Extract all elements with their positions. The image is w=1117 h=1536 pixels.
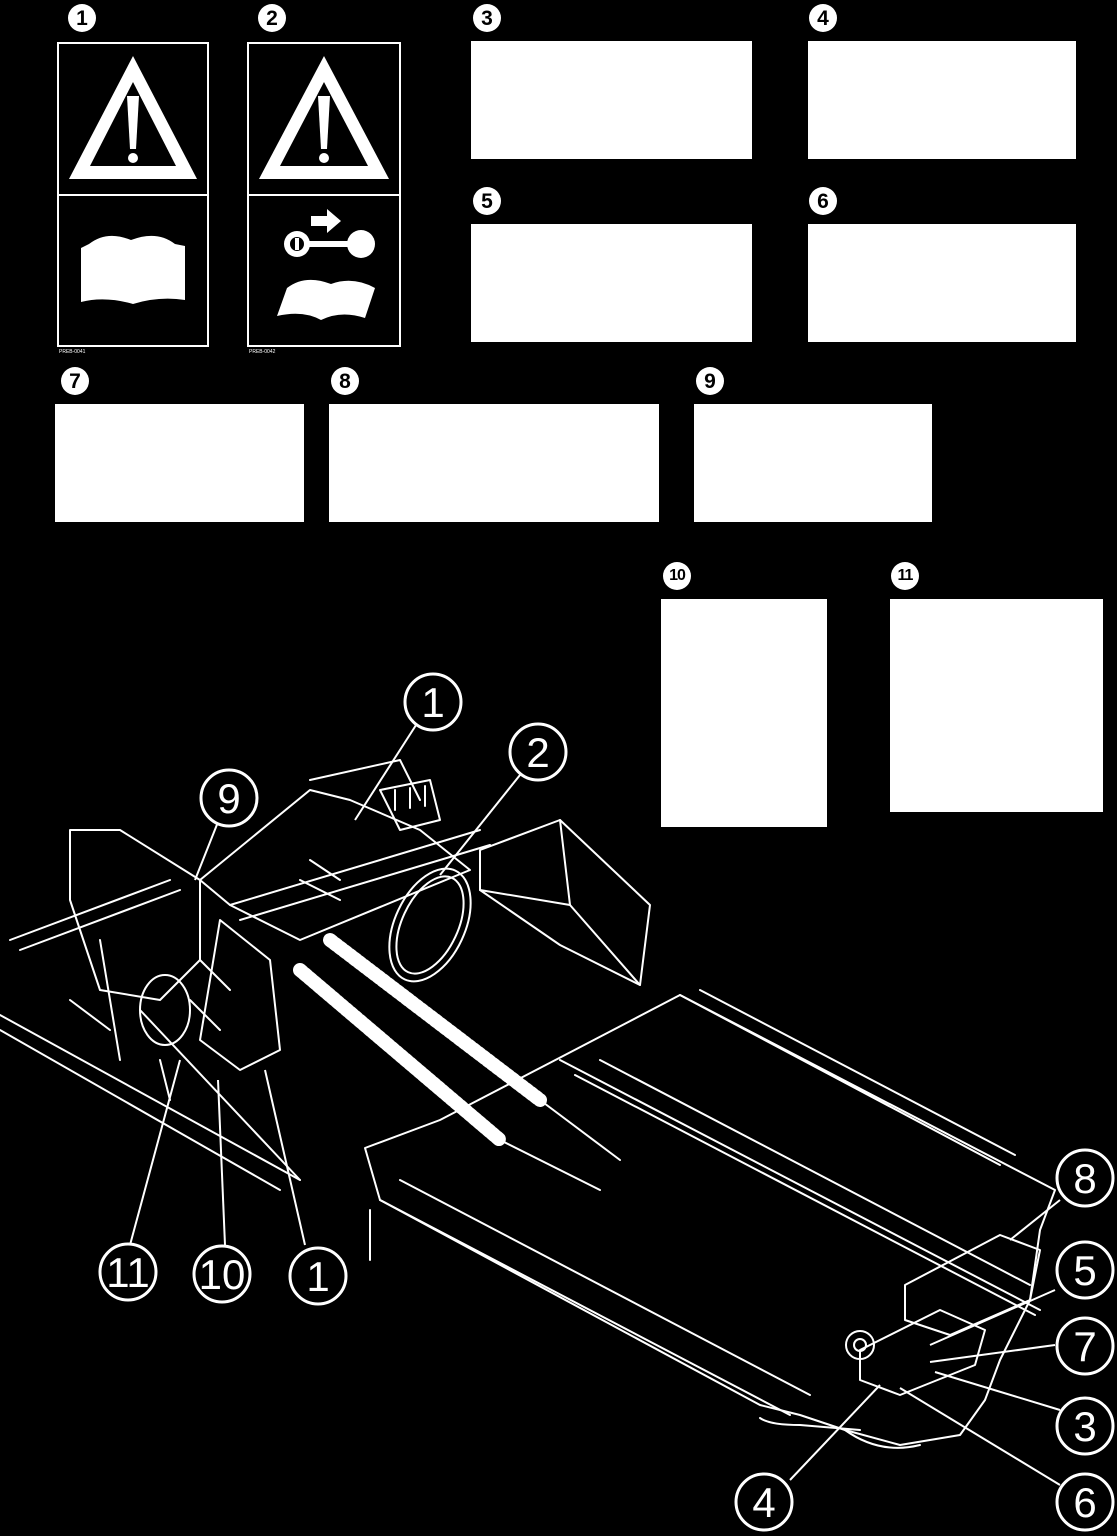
warning-triangle-icon bbox=[69, 56, 197, 179]
callout-7: 7 bbox=[1055, 1316, 1115, 1376]
warning-triangle-icon bbox=[259, 56, 389, 179]
decal-3-panel bbox=[471, 41, 752, 159]
callout-8: 8 bbox=[1055, 1148, 1115, 1208]
svg-text:10: 10 bbox=[199, 1251, 246, 1298]
decal-1-warning-sign: PREB-0041 bbox=[57, 42, 209, 355]
svg-text:8: 8 bbox=[1073, 1155, 1096, 1202]
svg-text:7: 7 bbox=[1073, 1323, 1096, 1370]
decal-1-divider bbox=[59, 194, 207, 196]
decal-number-9: 9 bbox=[696, 367, 724, 395]
decal-9-panel bbox=[694, 404, 932, 522]
svg-text:4: 4 bbox=[752, 1479, 775, 1526]
remove-key-and-manual-icon bbox=[277, 209, 375, 320]
callout-1-top: 1 bbox=[403, 672, 463, 732]
callout-5: 5 bbox=[1055, 1240, 1115, 1300]
svg-text:6: 6 bbox=[1073, 1479, 1096, 1526]
decal-6-panel bbox=[808, 224, 1076, 342]
decal-4-panel bbox=[808, 41, 1076, 159]
decal-10-panel bbox=[661, 599, 827, 827]
decal-number-7: 7 bbox=[61, 367, 89, 395]
decal-number-6: 6 bbox=[809, 187, 837, 215]
svg-text:5: 5 bbox=[1073, 1247, 1096, 1294]
svg-text:1: 1 bbox=[421, 679, 444, 726]
shield-box bbox=[479, 819, 651, 986]
manual-book-icon bbox=[81, 235, 185, 304]
callout-4: 4 bbox=[734, 1472, 794, 1532]
spring-1 bbox=[293, 963, 507, 1147]
decal-number-2: 2 bbox=[258, 4, 286, 32]
callout-11: 11 bbox=[98, 1242, 158, 1302]
decal-2-warning-sign: PREB-0042 bbox=[247, 42, 401, 355]
decal-2-divider bbox=[249, 194, 399, 196]
decal-number-4: 4 bbox=[809, 4, 837, 32]
decal-11-panel bbox=[890, 599, 1103, 812]
svg-text:1: 1 bbox=[306, 1253, 329, 1300]
decal-8-panel bbox=[329, 404, 659, 522]
decal-5-panel bbox=[471, 224, 752, 342]
driveline-guard bbox=[388, 867, 472, 983]
svg-text:2: 2 bbox=[526, 729, 549, 776]
decal-7-panel bbox=[55, 404, 304, 522]
callout-labels: 1 2 9 11 10 1 8 5 7 3 4 6 bbox=[98, 672, 1115, 1532]
callout-2: 2 bbox=[508, 722, 568, 782]
decal-2-part-code: PREB-0042 bbox=[249, 349, 276, 355]
decal-number-5: 5 bbox=[473, 187, 501, 215]
svg-text:3: 3 bbox=[1073, 1403, 1096, 1450]
spring-2 bbox=[323, 933, 547, 1107]
callout-10: 10 bbox=[192, 1244, 252, 1304]
decal-number-11: 11 bbox=[891, 562, 919, 590]
svg-text:11: 11 bbox=[106, 1249, 150, 1296]
decal-number-1: 1 bbox=[68, 4, 96, 32]
decal-number-8: 8 bbox=[331, 367, 359, 395]
callout-3: 3 bbox=[1055, 1396, 1115, 1456]
hitch-frame bbox=[69, 829, 201, 1001]
callout-1-bottom: 1 bbox=[288, 1246, 348, 1306]
callout-9: 9 bbox=[199, 768, 259, 828]
svg-text:9: 9 bbox=[217, 775, 240, 822]
callout-6: 6 bbox=[1055, 1472, 1115, 1532]
decal-1-part-code: PREB-0041 bbox=[59, 349, 86, 355]
decal-number-10: 10 bbox=[663, 562, 691, 590]
decal-number-3: 3 bbox=[473, 4, 501, 32]
main-frame bbox=[199, 789, 471, 941]
